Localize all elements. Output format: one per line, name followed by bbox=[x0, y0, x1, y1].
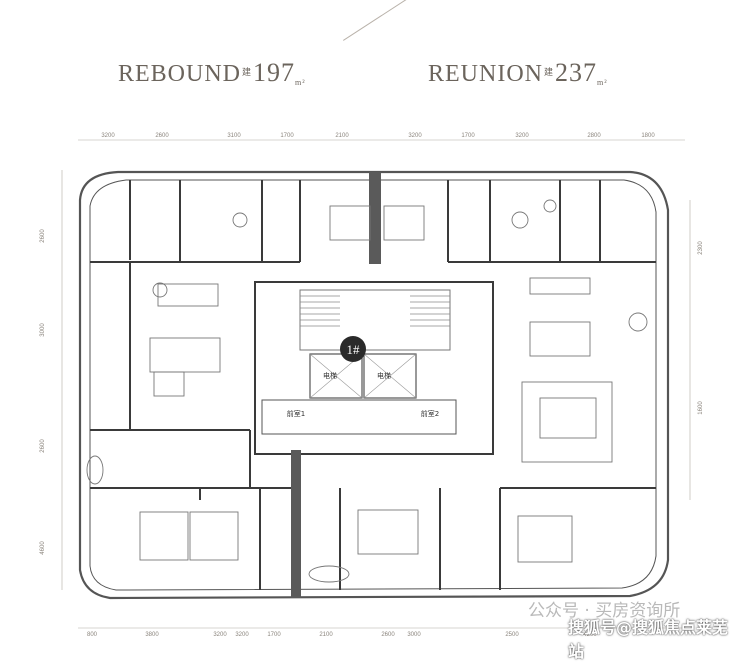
lobby-label-left: 前室1 bbox=[287, 409, 305, 418]
dimension-left: 2600 bbox=[40, 229, 46, 243]
elevator-shaft-right bbox=[363, 353, 417, 399]
dimension-top: 3100 bbox=[227, 133, 241, 139]
dimension-bottom: 2600 bbox=[381, 632, 395, 638]
living-area-right bbox=[521, 381, 613, 463]
bed-top-left bbox=[329, 205, 371, 241]
shaft-top bbox=[369, 172, 381, 264]
dimension-bottom: 3200 bbox=[235, 632, 249, 638]
armchair-right bbox=[628, 312, 648, 332]
dimension-top: 2100 bbox=[335, 133, 349, 139]
dimension-left: 3000 bbox=[40, 323, 46, 337]
dimensions-left: 2600 3000 2600 4600 bbox=[40, 229, 46, 555]
dining-table-right bbox=[529, 321, 591, 357]
dimension-top: 1700 bbox=[280, 133, 294, 139]
watermark-account: 公众号 · 买房资询所 bbox=[528, 601, 681, 621]
building-number: 1# bbox=[347, 342, 361, 357]
watermark-site: 搜狐号@搜狐焦点莱芜站 bbox=[568, 618, 729, 661]
rebound-title: REBOUND建197m² bbox=[118, 58, 306, 88]
dimensions-right: 2300 1600 bbox=[698, 241, 704, 415]
lobby-label-right: 前室2 bbox=[421, 409, 439, 418]
dimension-top: 2800 bbox=[587, 133, 601, 139]
bathtub-left bbox=[86, 455, 104, 485]
outer-walls bbox=[78, 170, 670, 600]
dimension-left: 2600 bbox=[40, 439, 46, 453]
furniture bbox=[86, 199, 648, 583]
dimension-bottom: 4200 bbox=[583, 632, 597, 638]
dimension-lines bbox=[61, 139, 691, 629]
rebound-area-mark: 建 bbox=[242, 66, 253, 77]
elevator-shaft-left bbox=[309, 353, 363, 399]
dimension-bottom: 3000 bbox=[407, 632, 421, 638]
reunion-area-mark: 建 bbox=[544, 66, 555, 77]
bed-bottom-left bbox=[139, 511, 189, 561]
dimension-top: 3200 bbox=[408, 133, 422, 139]
interior-walls bbox=[90, 180, 656, 590]
dimension-bottom: 800 bbox=[87, 632, 98, 638]
dimension-left: 4600 bbox=[40, 541, 46, 555]
stair-treads bbox=[300, 295, 450, 327]
reunion-area: 237 bbox=[555, 58, 598, 87]
dimension-bottom: 2100 bbox=[319, 632, 333, 638]
dimensions-top: 3200 2600 3100 1700 2100 3200 1700 3200 2800 1800 bbox=[101, 133, 655, 139]
elevator-label-right: 电梯 bbox=[377, 371, 391, 380]
dimension-bottom: 1700 bbox=[267, 632, 281, 638]
reunion-name: REUNION bbox=[428, 61, 543, 87]
rebound-unit: m² bbox=[295, 78, 306, 88]
rebound-name: REBOUND bbox=[118, 61, 242, 87]
shaft-bottom bbox=[291, 450, 301, 598]
dimension-right: 2300 bbox=[698, 241, 704, 255]
dimensions-bottom: 800 3800 3200 3200 1700 2100 2600 3000 2500 4200 bbox=[87, 632, 597, 638]
dimension-right: 1600 bbox=[698, 401, 704, 415]
floor-plan: 3200 2600 3100 1700 2100 3200 1700 3200 2800 1800… bbox=[40, 133, 704, 638]
building-number-badge bbox=[340, 336, 366, 362]
dimension-bottom: 3200 bbox=[213, 632, 227, 638]
reunion-title: REUNION建237m² bbox=[428, 58, 608, 88]
bed-bottom-right bbox=[517, 515, 573, 563]
dimension-bottom: 3800 bbox=[145, 632, 159, 638]
dimension-top: 1700 bbox=[461, 133, 475, 139]
dimension-top: 3200 bbox=[515, 133, 529, 139]
bed-bottom-middle bbox=[357, 509, 419, 555]
rebound-area: 197 bbox=[253, 58, 296, 87]
building-core: 1# 电梯 电梯 前室1 前室2 bbox=[254, 281, 494, 455]
bed-top-right bbox=[383, 205, 425, 241]
dimension-top: 1800 bbox=[641, 133, 655, 139]
elevator-label-left: 电梯 bbox=[323, 371, 337, 380]
dimension-bottom: 2500 bbox=[505, 632, 519, 638]
reunion-unit: m² bbox=[597, 78, 608, 88]
bathtub-bottom bbox=[308, 565, 350, 583]
sofa-right bbox=[539, 397, 597, 439]
dimension-top: 2600 bbox=[155, 133, 169, 139]
sofa-left bbox=[149, 337, 221, 373]
dining-table-left bbox=[157, 283, 219, 307]
dimension-top: 3200 bbox=[101, 133, 115, 139]
